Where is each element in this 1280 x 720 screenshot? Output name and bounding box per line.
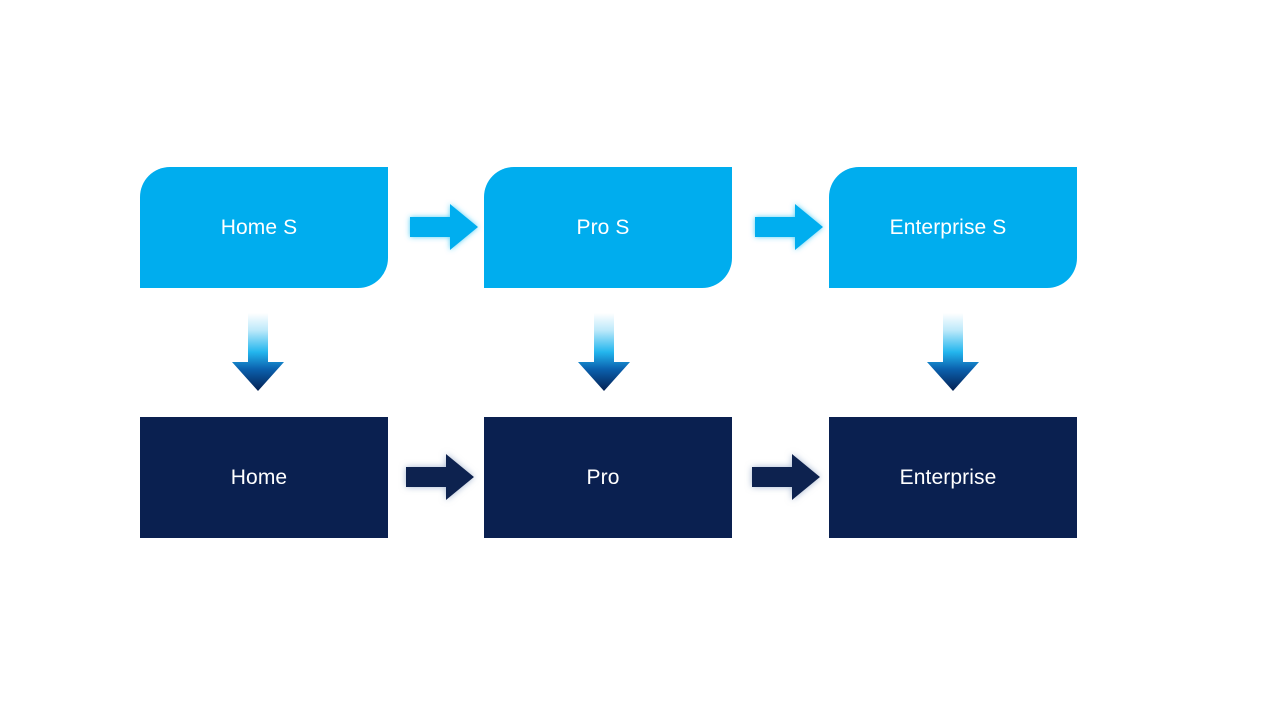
node-label: Pro (586, 466, 620, 489)
node-home[interactable]: Home (140, 417, 388, 538)
node-label: Pro S (576, 216, 630, 239)
node-label: Enterprise (899, 466, 997, 489)
node-label: Enterprise S (889, 216, 1007, 239)
node-enterprise[interactable]: Enterprise (829, 417, 1077, 538)
arrow-right-icon-service-1 (410, 204, 478, 250)
node-pro[interactable]: Pro (484, 417, 732, 538)
arrow-down-icon-home (232, 313, 284, 391)
node-home-s[interactable]: Home S (140, 167, 388, 288)
arrow-down-icon-pro (578, 313, 630, 391)
arrow-right-icon-product-2 (752, 454, 820, 500)
arrow-right-icon-product-1 (406, 454, 474, 500)
node-label: Home (230, 466, 288, 489)
node-label: Home S (220, 216, 298, 239)
node-enterprise-s[interactable]: Enterprise S (829, 167, 1077, 288)
node-pro-s[interactable]: Pro S (484, 167, 732, 288)
arrow-right-icon-service-2 (755, 204, 823, 250)
arrow-down-icon-enterprise (927, 313, 979, 391)
